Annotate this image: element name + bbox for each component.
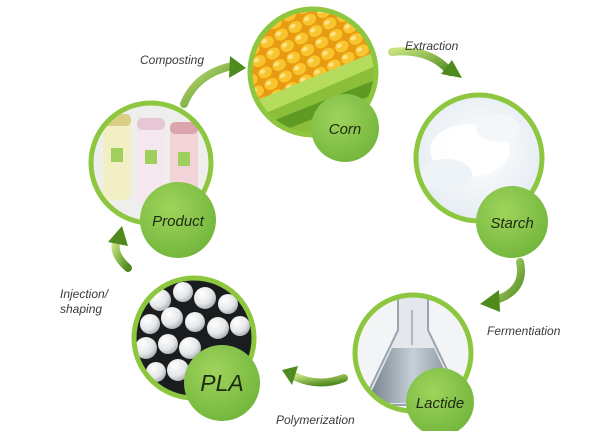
starch-badge — [476, 186, 548, 258]
arrow-polymerization — [282, 366, 348, 387]
polymerization-label: Polymerization — [276, 413, 355, 427]
pla-label: PLA — [200, 370, 243, 396]
arrow-fermentation — [480, 258, 525, 312]
arrow-extraction — [388, 47, 462, 78]
extraction-label: Extraction — [405, 39, 459, 53]
pla-badge — [184, 345, 260, 421]
product-step: Product — [88, 100, 216, 258]
composting-label: Composting — [140, 53, 204, 67]
starch-label: Starch — [490, 215, 533, 232]
starch-step: Starch — [413, 92, 548, 258]
corn-label: Corn — [329, 121, 362, 138]
corn-badge — [311, 94, 379, 162]
injection-label-line2: shaping — [60, 302, 102, 316]
fermentation-label: Fermentiation — [487, 324, 561, 338]
arrow-composting — [180, 56, 246, 108]
product-badge — [140, 182, 216, 258]
arrow-injection-shaping — [108, 226, 132, 272]
lactide-label: Lactide — [416, 395, 464, 412]
lactide-step: Lactide — [352, 292, 474, 431]
pla-step: PLA — [131, 275, 260, 421]
product-label: Product — [152, 213, 205, 230]
corn-step: Corn — [247, 6, 379, 162]
injection-label-line1: Injection/ — [60, 287, 110, 301]
lactide-badge — [406, 368, 474, 431]
